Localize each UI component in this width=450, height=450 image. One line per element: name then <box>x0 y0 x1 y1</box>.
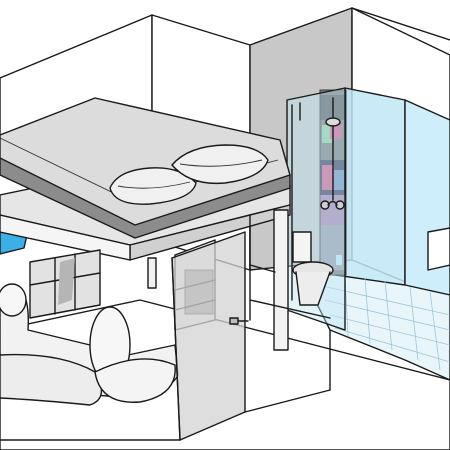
bathroom <box>286 87 450 381</box>
bed-post <box>273 209 289 351</box>
mattress <box>0 97 291 226</box>
wall-shelves <box>29 249 101 319</box>
bathtub <box>427 227 450 271</box>
pillow <box>171 144 269 185</box>
toilet[interactable] <box>292 231 334 306</box>
shower-head-icon[interactable] <box>325 97 341 201</box>
sofa[interactable] <box>0 283 179 406</box>
door-handle-icon[interactable] <box>229 317 249 325</box>
sofa-cushion <box>0 283 27 317</box>
tile-grid <box>317 274 450 371</box>
bed-post <box>147 257 157 289</box>
faucet-icon[interactable] <box>320 200 345 210</box>
pillow <box>109 167 197 205</box>
door[interactable] <box>171 231 249 441</box>
loft-bed <box>0 97 331 351</box>
